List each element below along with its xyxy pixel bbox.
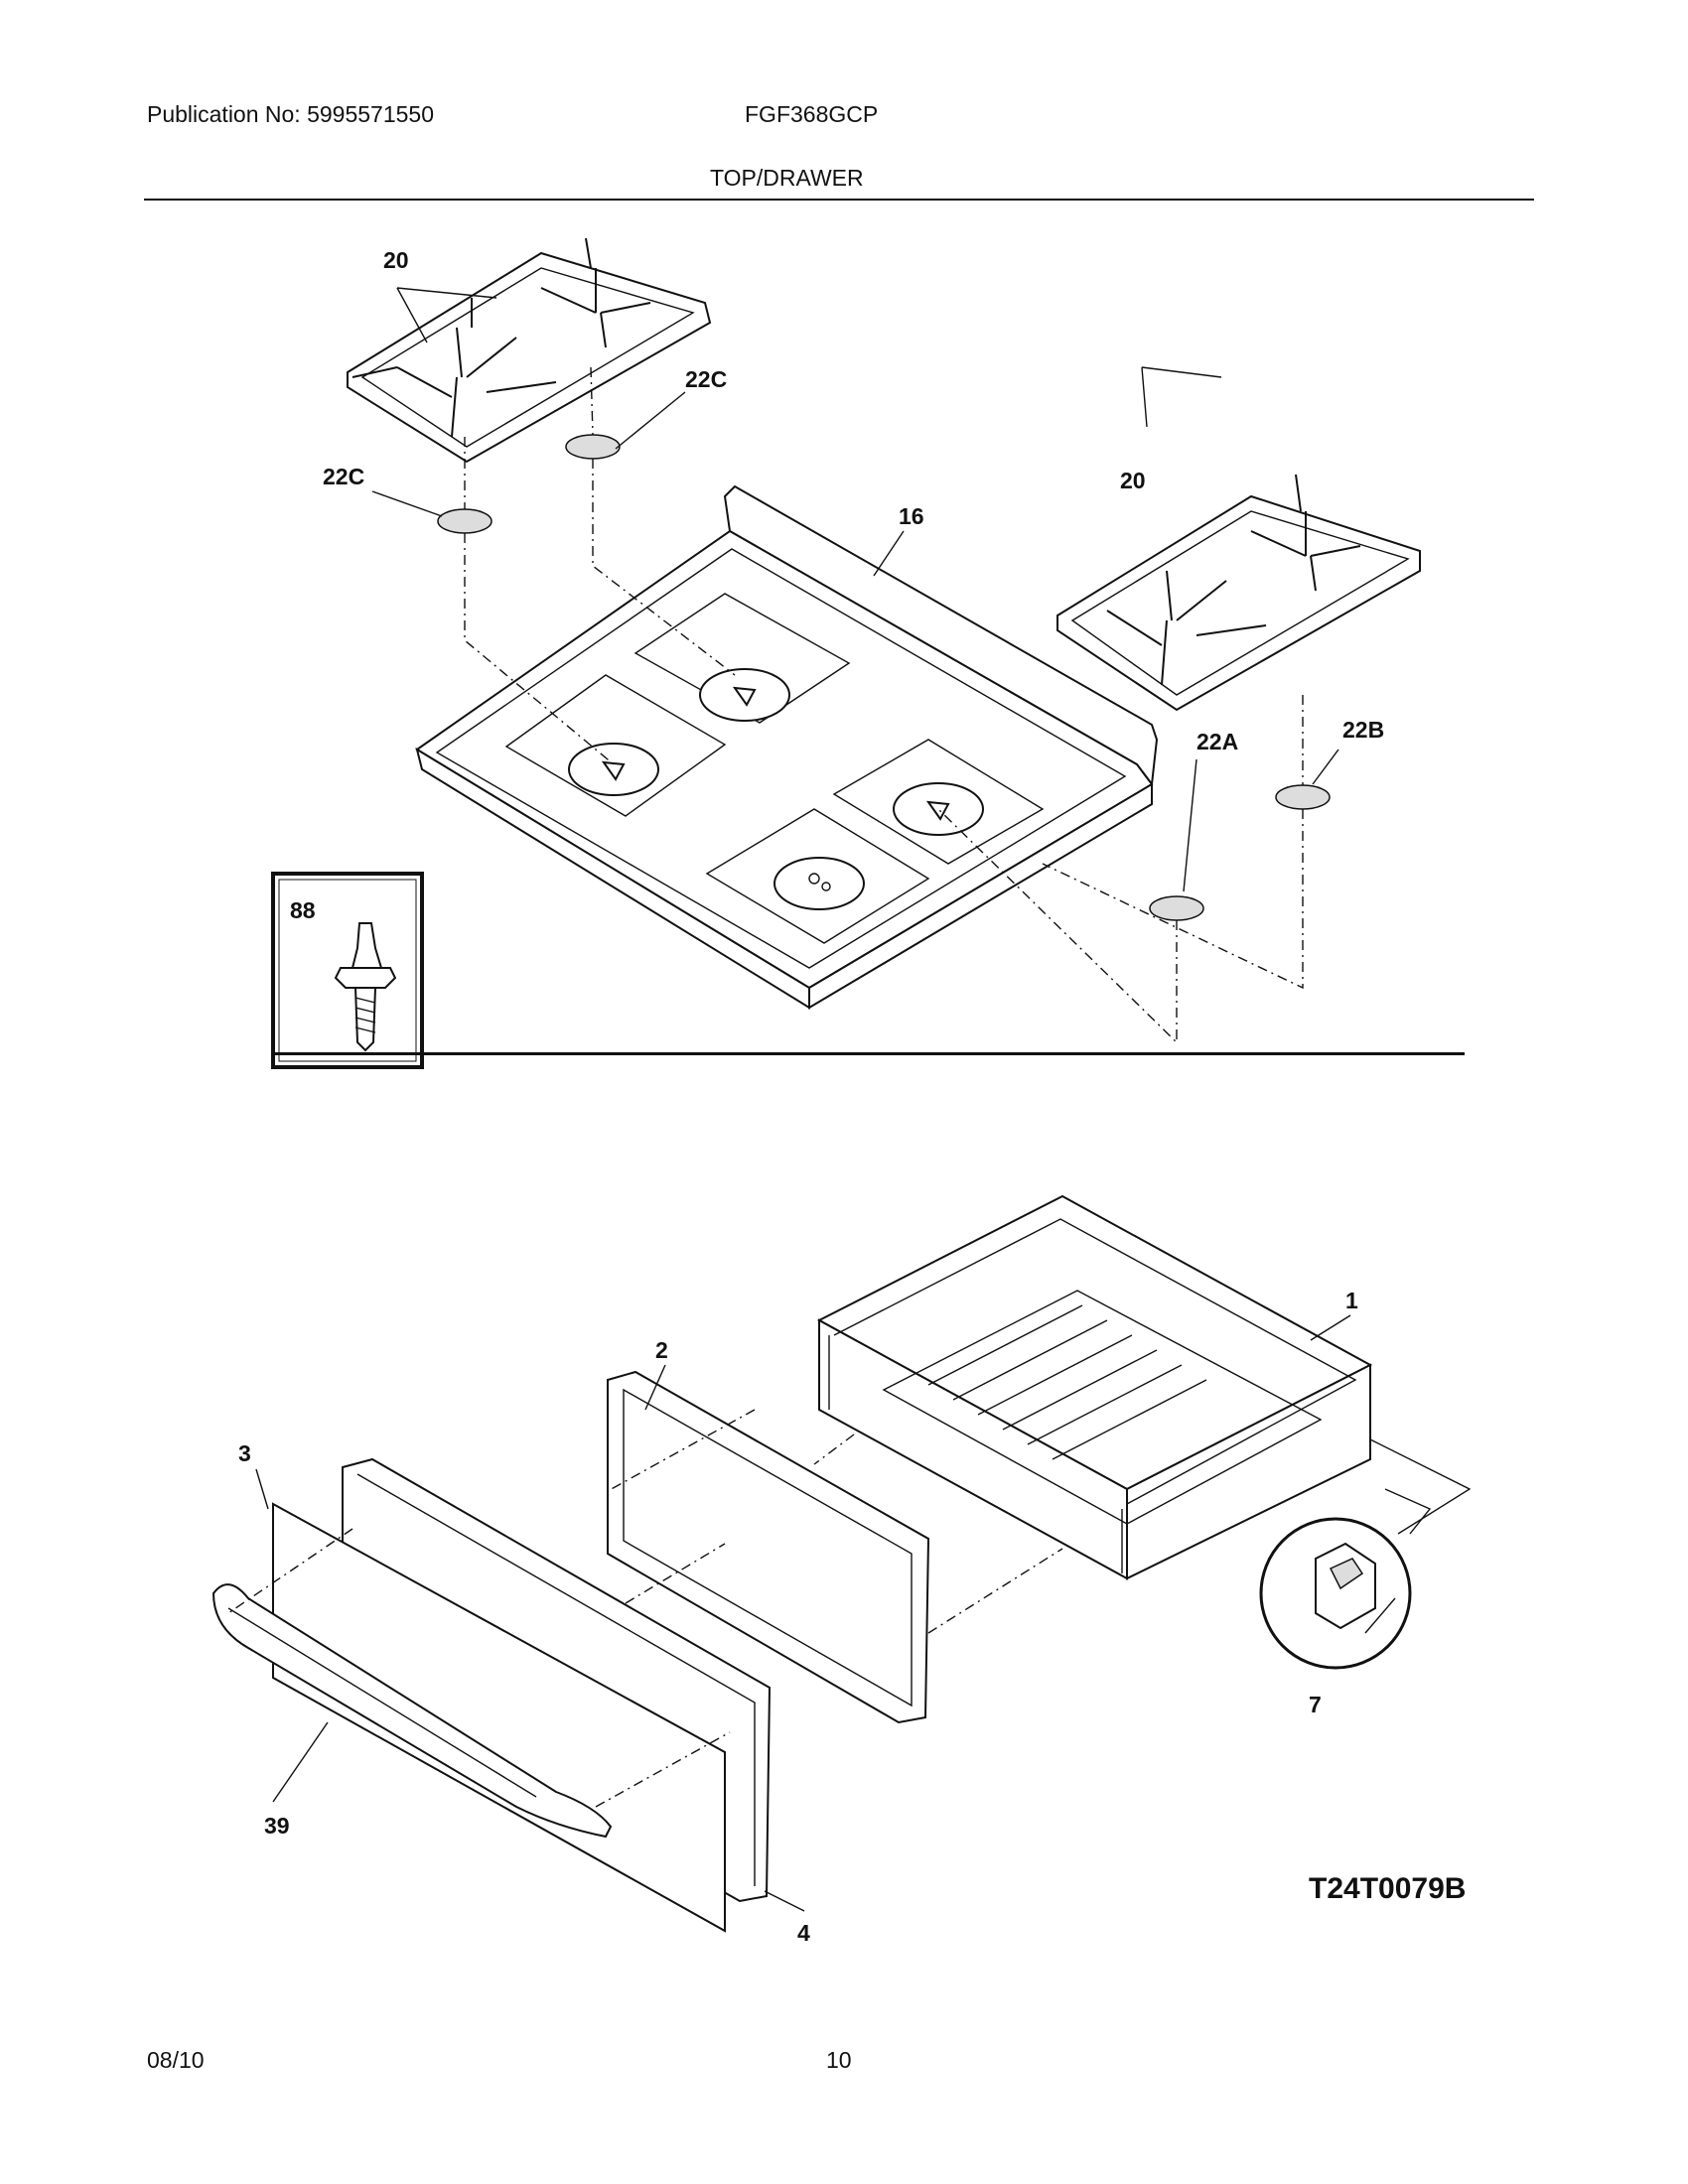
footer-page-number: 10 xyxy=(826,2047,852,2073)
label-cap-22c-upper: 22C xyxy=(685,366,727,392)
header-rule xyxy=(144,199,1534,201)
grate-right xyxy=(1056,474,1421,712)
drawer-body xyxy=(816,1194,1373,1580)
cap-22c-lower xyxy=(437,508,492,534)
diagram-code: T24T0079B xyxy=(1309,1872,1466,1905)
label-grate-left: 20 xyxy=(383,247,409,273)
section-divider xyxy=(273,1052,1465,1055)
label-cap-22b: 22B xyxy=(1342,717,1384,743)
label-outer-panel: 3 xyxy=(238,1440,251,1466)
footer-date: 08/10 xyxy=(147,2047,205,2073)
label-screw: 88 xyxy=(290,897,316,923)
label-cap-22a: 22A xyxy=(1196,729,1238,754)
handle xyxy=(211,1583,613,1839)
label-cap-22c-lower: 22C xyxy=(323,464,364,489)
gasket xyxy=(607,1370,930,1724)
label-cooktop: 16 xyxy=(899,503,924,529)
cap-22a xyxy=(1149,895,1204,921)
cooktop-assembly xyxy=(415,484,1159,1010)
grate-left xyxy=(347,237,712,464)
cap-22b xyxy=(1275,784,1331,810)
label-grate-right: 20 xyxy=(1120,468,1146,493)
section-title: TOP/DRAWER xyxy=(710,165,864,191)
cap-22c-upper xyxy=(565,434,621,460)
publication-number: Publication No: 5995571550 xyxy=(147,101,435,127)
label-inner-panel: 4 xyxy=(797,1920,810,1946)
clip-inset xyxy=(1259,1438,1472,1670)
label-clip: 7 xyxy=(1309,1692,1322,1717)
model-number: FGF368GCP xyxy=(745,101,879,127)
screw-inset: 88 xyxy=(271,872,424,1069)
label-handle: 39 xyxy=(264,1813,290,1839)
label-drawer-body: 1 xyxy=(1345,1288,1358,1313)
label-gasket: 2 xyxy=(655,1337,668,1363)
